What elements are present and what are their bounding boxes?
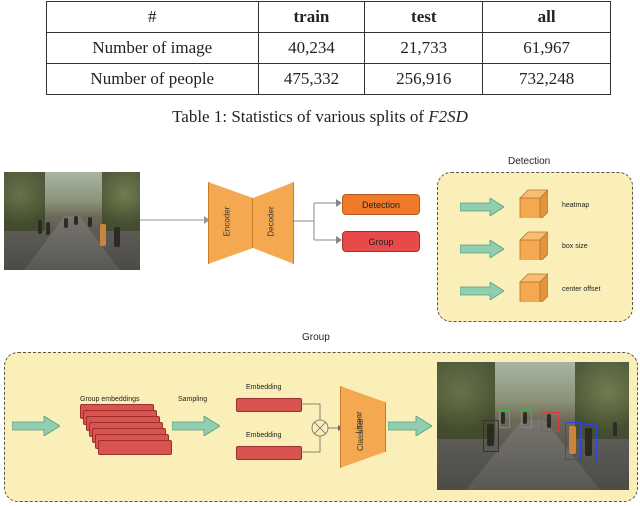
box-size-cube-icon <box>519 231 548 260</box>
table-cell: 21,733 <box>364 32 484 64</box>
caption-text: Table 1: Statistics of various splits of <box>172 107 429 126</box>
arrow-right-icon <box>388 416 432 436</box>
table-cell: 732,248 <box>482 63 611 95</box>
arrow-to-encoder <box>140 216 210 224</box>
heatmap-cube-icon <box>519 189 548 218</box>
table-cell: 61,967 <box>482 32 611 64</box>
detection-head: Detection <box>342 194 420 215</box>
header-cell: train <box>257 1 366 33</box>
row-label: Number of people <box>46 63 259 95</box>
statistics-table: # train test all Number of image 40,234 … <box>46 1 611 95</box>
row-label: Number of image <box>46 32 259 64</box>
table-row: Number of people 475,332 256,916 732,248 <box>46 63 611 95</box>
arrow-right-icon <box>460 198 504 216</box>
group-embeddings-label: Group embeddings <box>80 396 140 403</box>
table-row: Number of image 40,234 21,733 61,967 <box>46 32 611 64</box>
classifier-label-2: Classifier <box>355 418 365 451</box>
table-cell: 475,332 <box>257 63 366 95</box>
input-scene-image <box>4 172 140 270</box>
embedding-bar-top <box>236 398 302 412</box>
arrow-right-icon <box>12 416 60 436</box>
embedding-label-top: Embedding <box>246 384 282 391</box>
table-cell: 256,916 <box>364 63 484 95</box>
header-cell: test <box>364 1 484 33</box>
sampling-label: Sampling <box>178 396 208 403</box>
fork-arrows <box>292 199 342 244</box>
output-label-box-size: box size <box>562 243 588 250</box>
detection-panel-title: Detection <box>508 156 551 167</box>
arrow-right-icon <box>460 282 504 300</box>
embedding-label-bottom: Embedding <box>246 432 282 439</box>
caption-dataset-name: F2SD <box>428 107 468 126</box>
center-offset-cube-icon <box>519 273 548 302</box>
group-panel-title: Group <box>302 332 330 343</box>
output-label-center-offset: center offset <box>562 286 601 293</box>
table-cell: 40,234 <box>257 32 366 64</box>
output-label-heatmap: heatmap <box>562 202 590 209</box>
encoder-label: Encoder <box>222 206 232 237</box>
header-cell: # <box>46 1 259 33</box>
header-cell: all <box>482 1 611 33</box>
arrow-right-icon <box>460 240 504 258</box>
embedding-bar-bottom <box>236 446 302 460</box>
decoder-label: Decoder <box>266 206 276 237</box>
group-head: Group <box>342 231 420 252</box>
table-header-row: # train test all <box>46 1 611 33</box>
arrow-right-icon <box>172 416 220 436</box>
table-caption: Table 1: Statistics of various splits of… <box>0 107 640 127</box>
output-scene-image <box>437 362 629 490</box>
multiply-connectors <box>300 403 343 453</box>
